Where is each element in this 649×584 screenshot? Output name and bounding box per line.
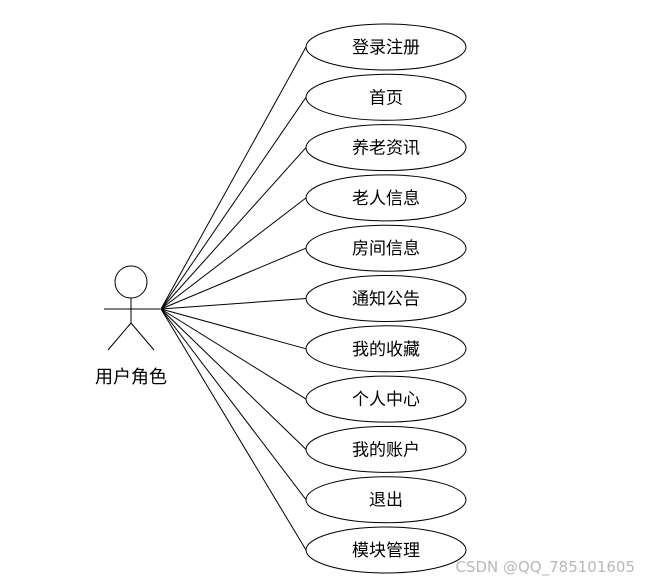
use-case-label: 退出 (369, 491, 403, 511)
use-case-ellipse (305, 375, 467, 423)
use-case-ellipse (305, 73, 467, 121)
use-case-ellipse (305, 174, 467, 222)
use-case-ellipse (305, 325, 467, 373)
use-case: 房间信息 (305, 224, 467, 272)
association-line (160, 197, 307, 310)
use-case-label: 首页 (369, 88, 403, 108)
association-line (160, 46, 307, 310)
association-line (160, 97, 307, 310)
actor-right-leg (130, 322, 155, 351)
use-case: 我的账户 (305, 425, 467, 473)
use-case: 个人中心 (305, 375, 467, 423)
use-case-ellipse (305, 476, 467, 524)
association-line (160, 308, 307, 400)
use-case-ellipse (305, 275, 467, 322)
watermark-text: CSDN @QQ_785101605 (455, 558, 635, 576)
use-case-label: 我的收藏 (352, 340, 420, 360)
use-case-label: 个人中心 (352, 390, 420, 410)
use-case: 我的收藏 (305, 325, 467, 373)
use-case-label: 房间信息 (352, 239, 420, 259)
association-line (160, 147, 307, 310)
actor-head (114, 265, 148, 299)
use-case-ellipse (305, 23, 467, 71)
use-case-ellipse (305, 224, 467, 272)
use-case-ellipse (305, 526, 467, 574)
use-case-ellipse (305, 124, 467, 172)
use-case-label: 我的账户 (352, 440, 420, 460)
use-case-label: 老人信息 (352, 189, 420, 209)
association-line (160, 298, 307, 310)
use-case: 退出 (305, 476, 467, 524)
association-line (160, 308, 307, 450)
use-case-label: 通知公告 (352, 290, 420, 310)
use-case: 登录注册 (305, 23, 467, 71)
association-lines (160, 46, 307, 551)
actor-label: 用户角色 (95, 367, 167, 388)
use-case: 首页 (305, 73, 467, 121)
actor-user-role: 用户角色 (95, 265, 167, 388)
association-line (160, 308, 307, 501)
use-case: 通知公告 (305, 275, 467, 322)
use-case: 模块管理 (305, 526, 467, 574)
use-case-ellipse (305, 425, 467, 473)
association-line (160, 308, 307, 551)
use-case: 养老资讯 (305, 124, 467, 172)
association-line (160, 308, 307, 350)
use-case-label: 模块管理 (352, 541, 420, 561)
use-case-label: 登录注册 (352, 38, 420, 58)
use-case-label: 养老资讯 (352, 139, 420, 159)
use-case: 老人信息 (305, 174, 467, 222)
actor-left-leg (107, 322, 132, 351)
association-line (160, 247, 307, 310)
